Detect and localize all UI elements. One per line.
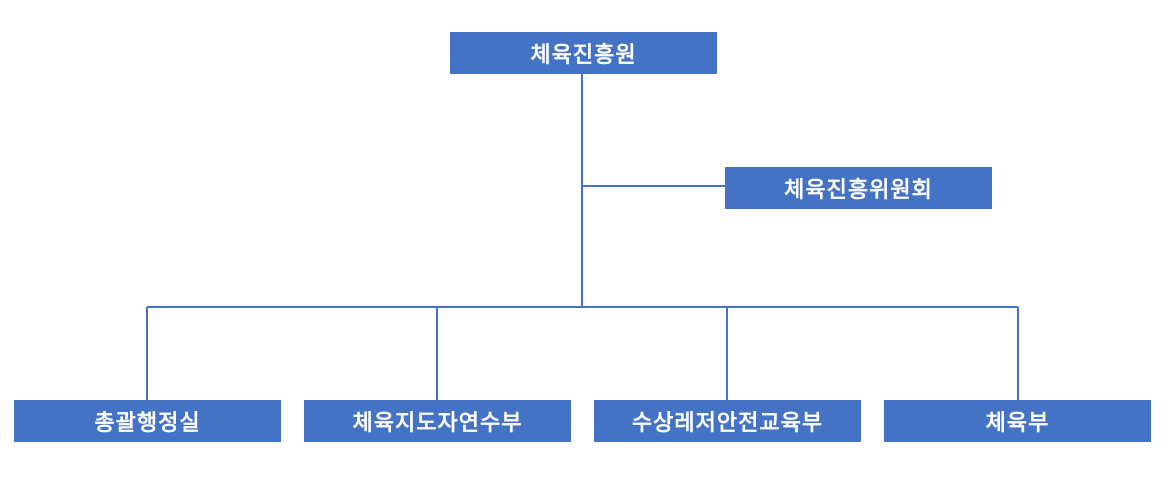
root-node-label: 체육진흥원 [530, 43, 637, 68]
department-node-label: 체육부 [985, 411, 1050, 436]
department-node-label: 수상레저안전교육부 [631, 411, 824, 436]
department-node-label: 총괄행정실 [94, 411, 201, 436]
department-node-sports: 체육부 [884, 400, 1151, 442]
department-node-water-leisure-safety: 수상레저안전교육부 [594, 400, 861, 442]
department-node-instructor-training: 체육지도자연수부 [304, 400, 571, 442]
committee-node: 체육진흥위원회 [725, 167, 992, 209]
department-node-admin: 총괄행정실 [14, 400, 281, 442]
root-node: 체육진흥원 [450, 32, 717, 74]
committee-node-label: 체육진흥위원회 [784, 178, 933, 203]
department-node-label: 체육지도자연수부 [352, 411, 523, 436]
